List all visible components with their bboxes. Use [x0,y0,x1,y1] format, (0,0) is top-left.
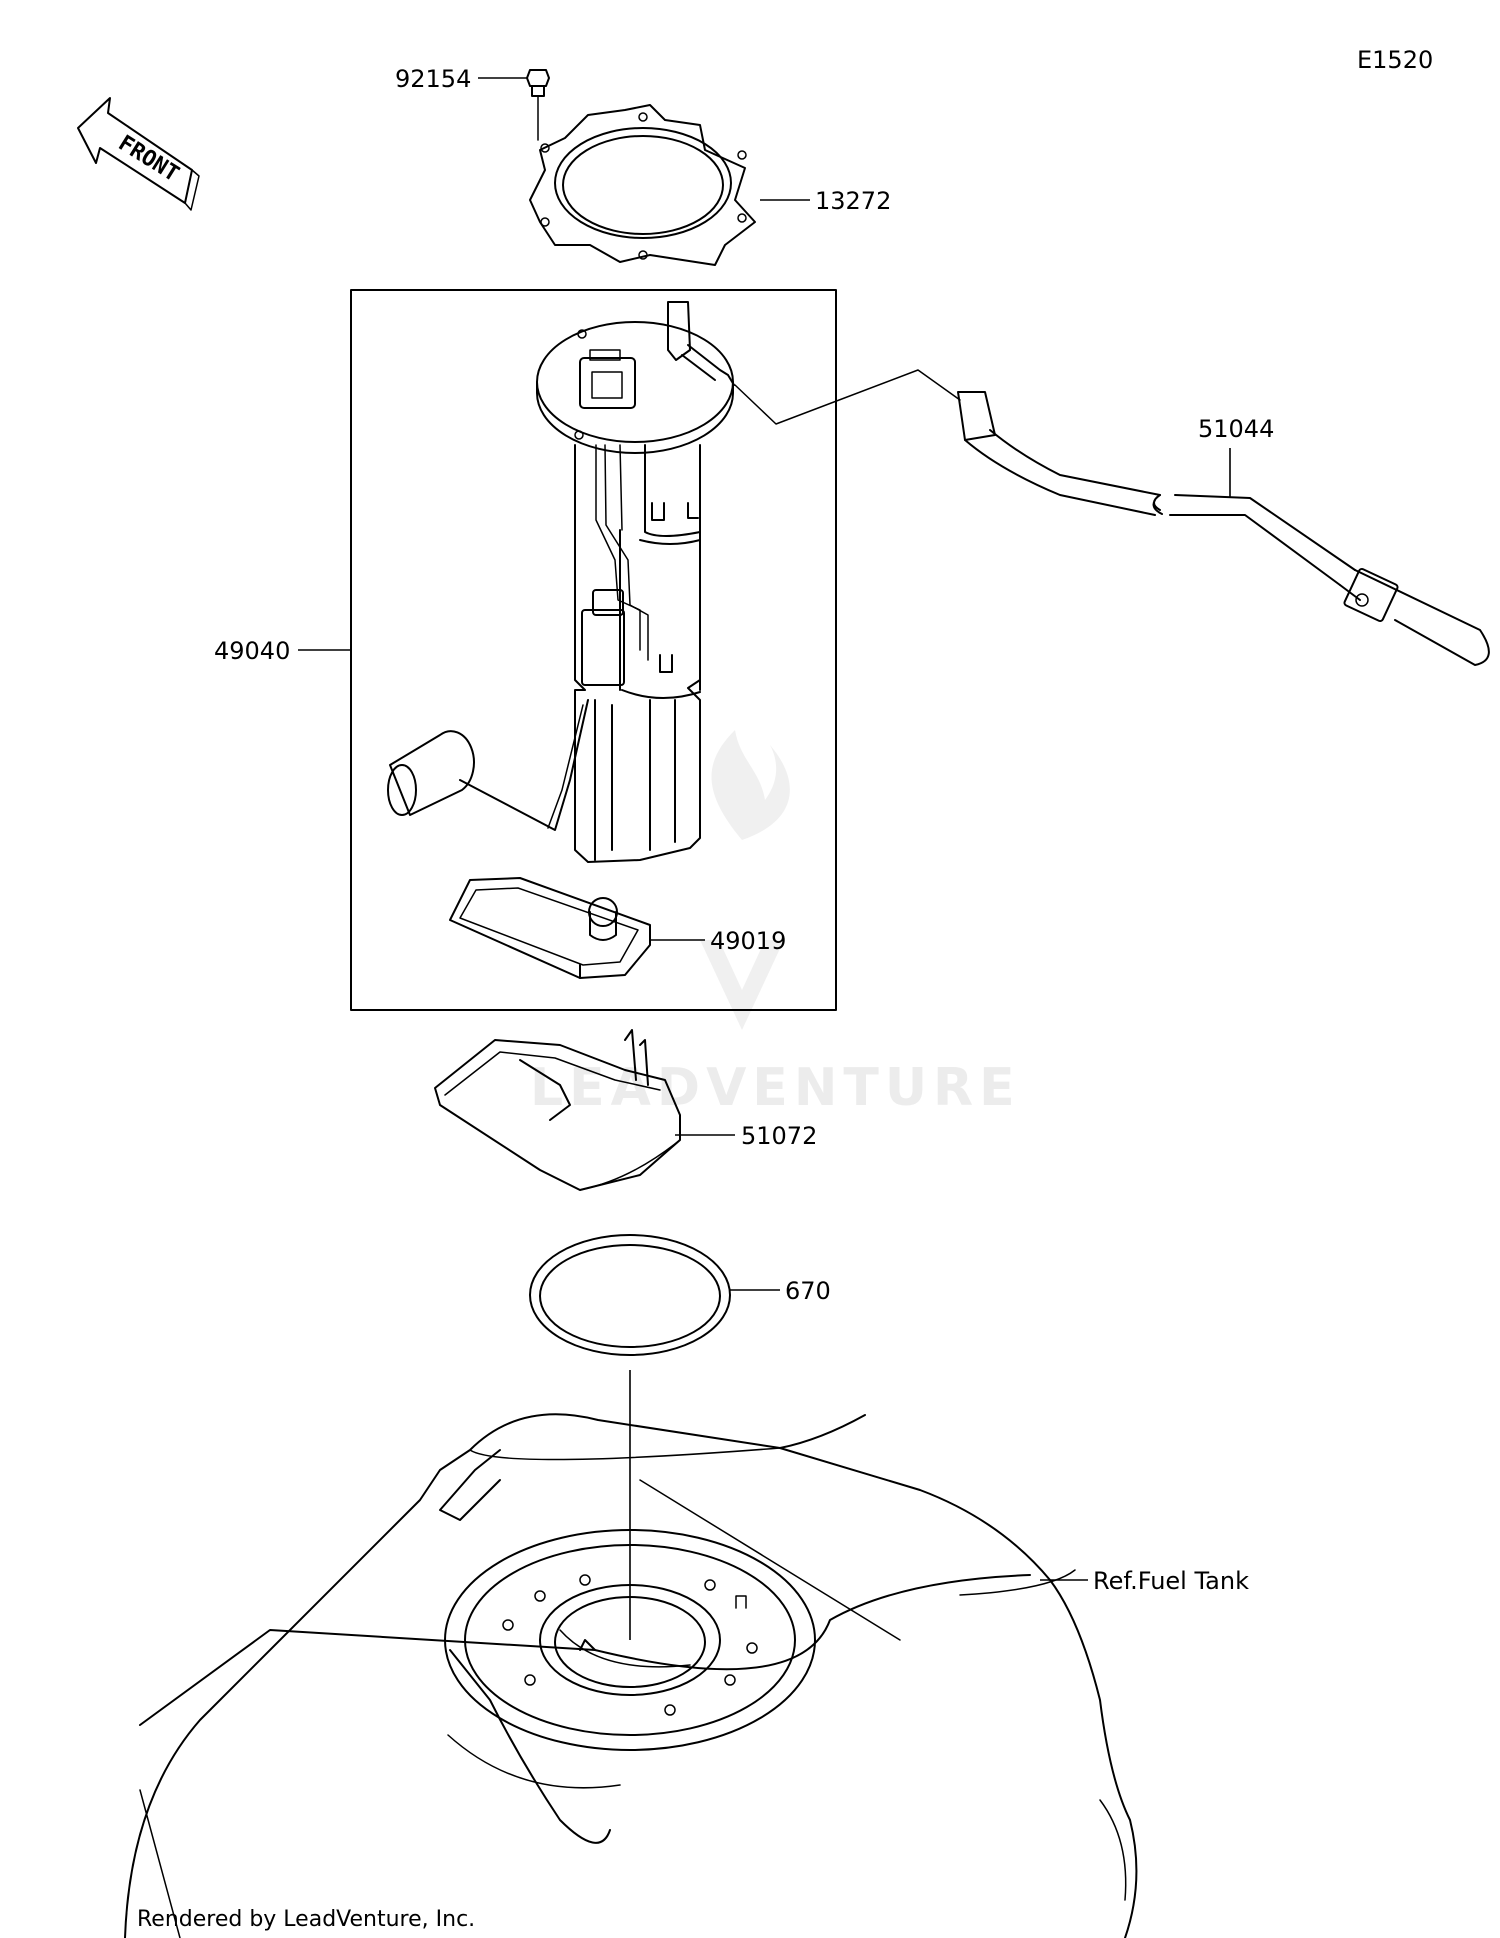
part-label-49019: 49019 [710,927,786,955]
watermark-text: LEADVENTURE [530,1058,1021,1118]
part-label-49040: 49040 [214,637,290,665]
fuel-hose-51044 [734,369,1490,666]
watermark-logo [700,730,790,1030]
part-label-51044: 51044 [1198,415,1274,443]
o-ring-670 [529,1234,731,1356]
leader-lines [298,77,1231,1640]
front-arrow: FRONT [77,97,200,211]
footer-credit: Rendered by LeadVenture, Inc. [137,1907,475,1932]
gasket-13272 [529,104,756,266]
part-label-13272: 13272 [815,187,891,215]
part-label-51072: 51072 [741,1122,817,1150]
fuel-pump-assembly-49040 [387,301,735,863]
part-label-92154: 92154 [395,65,471,93]
diagram-code: E1520 [1357,46,1433,74]
bolt-92154 [526,69,550,141]
filter-49019 [449,877,651,979]
reference-label: Ref.Fuel Tank [1093,1567,1249,1595]
bracket-51072 [434,1029,681,1191]
part-label-670: 670 [785,1277,831,1305]
